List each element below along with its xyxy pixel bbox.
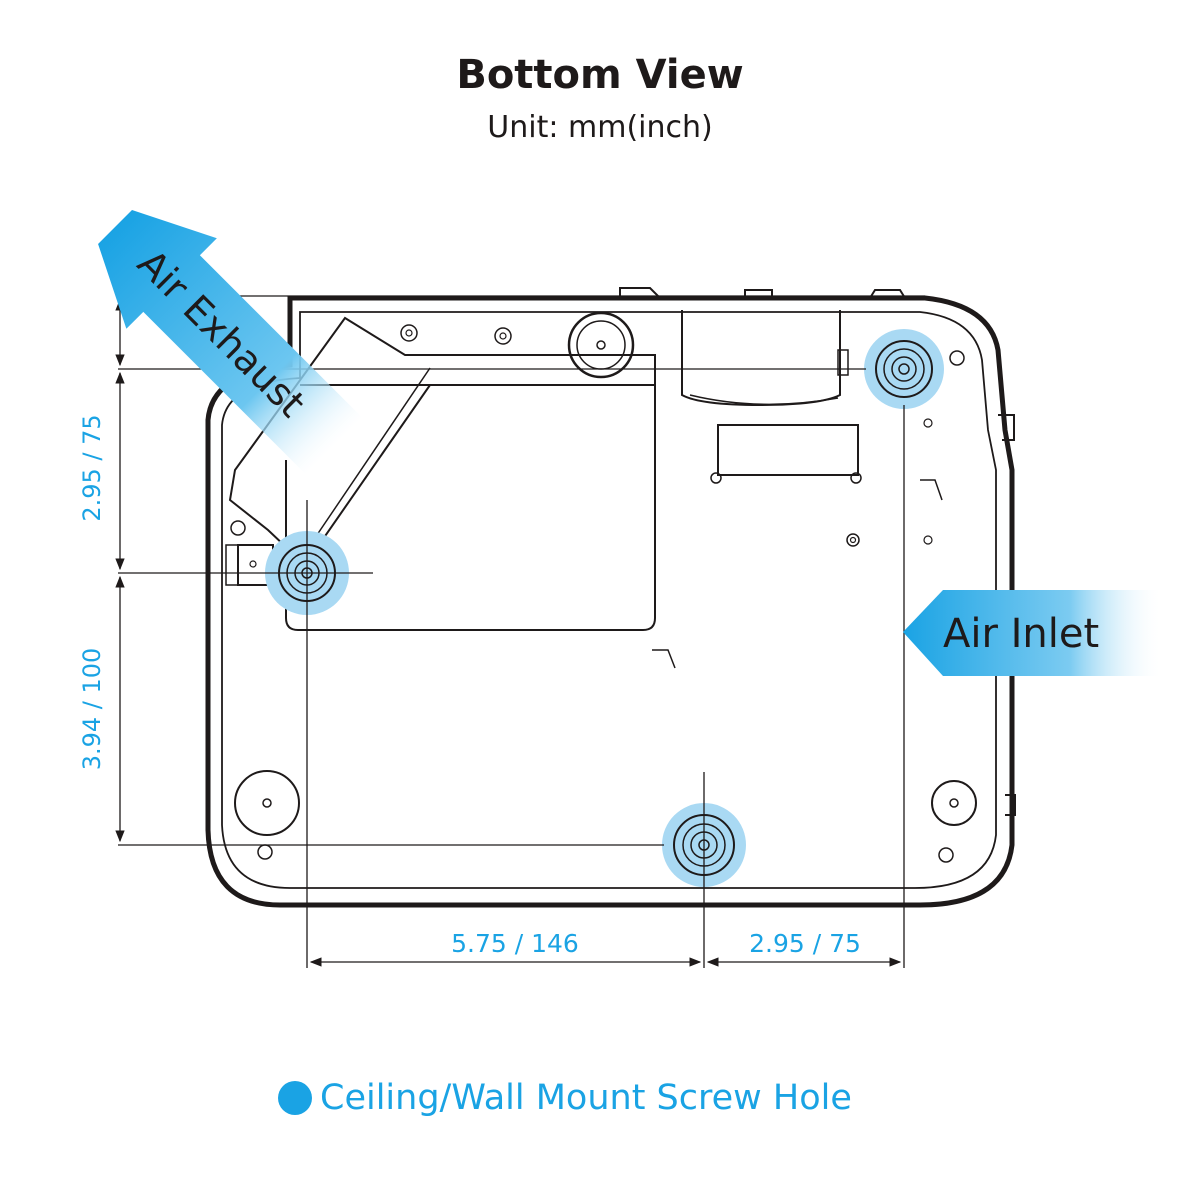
- dim-bottom-left: 5.75 / 146: [451, 929, 579, 958]
- projector-body: [205, 287, 1016, 908]
- screw-hole-marker-icon: [278, 1081, 312, 1115]
- dim-bottom-right: 2.95 / 75: [749, 929, 861, 958]
- dim-upper-vertical: 2.95 / 75: [78, 414, 106, 521]
- unit-subtitle: Unit: mm(inch): [487, 110, 713, 145]
- legend-text: Ceiling/Wall Mount Screw Hole: [320, 1078, 852, 1118]
- air-exhaust-arrow: Air Exhaust: [98, 210, 363, 475]
- air-inlet-arrow: Air Inlet: [903, 590, 1160, 676]
- legend: Ceiling/Wall Mount Screw Hole: [278, 1078, 852, 1118]
- mount-screw-hole-top-right: [864, 329, 944, 409]
- page-title: Bottom View: [456, 52, 744, 98]
- air-exhaust-label: Air Exhaust: [129, 241, 313, 425]
- air-inlet-label: Air Inlet: [943, 611, 1099, 657]
- dim-lower-vertical: 3.94 / 100: [78, 648, 106, 771]
